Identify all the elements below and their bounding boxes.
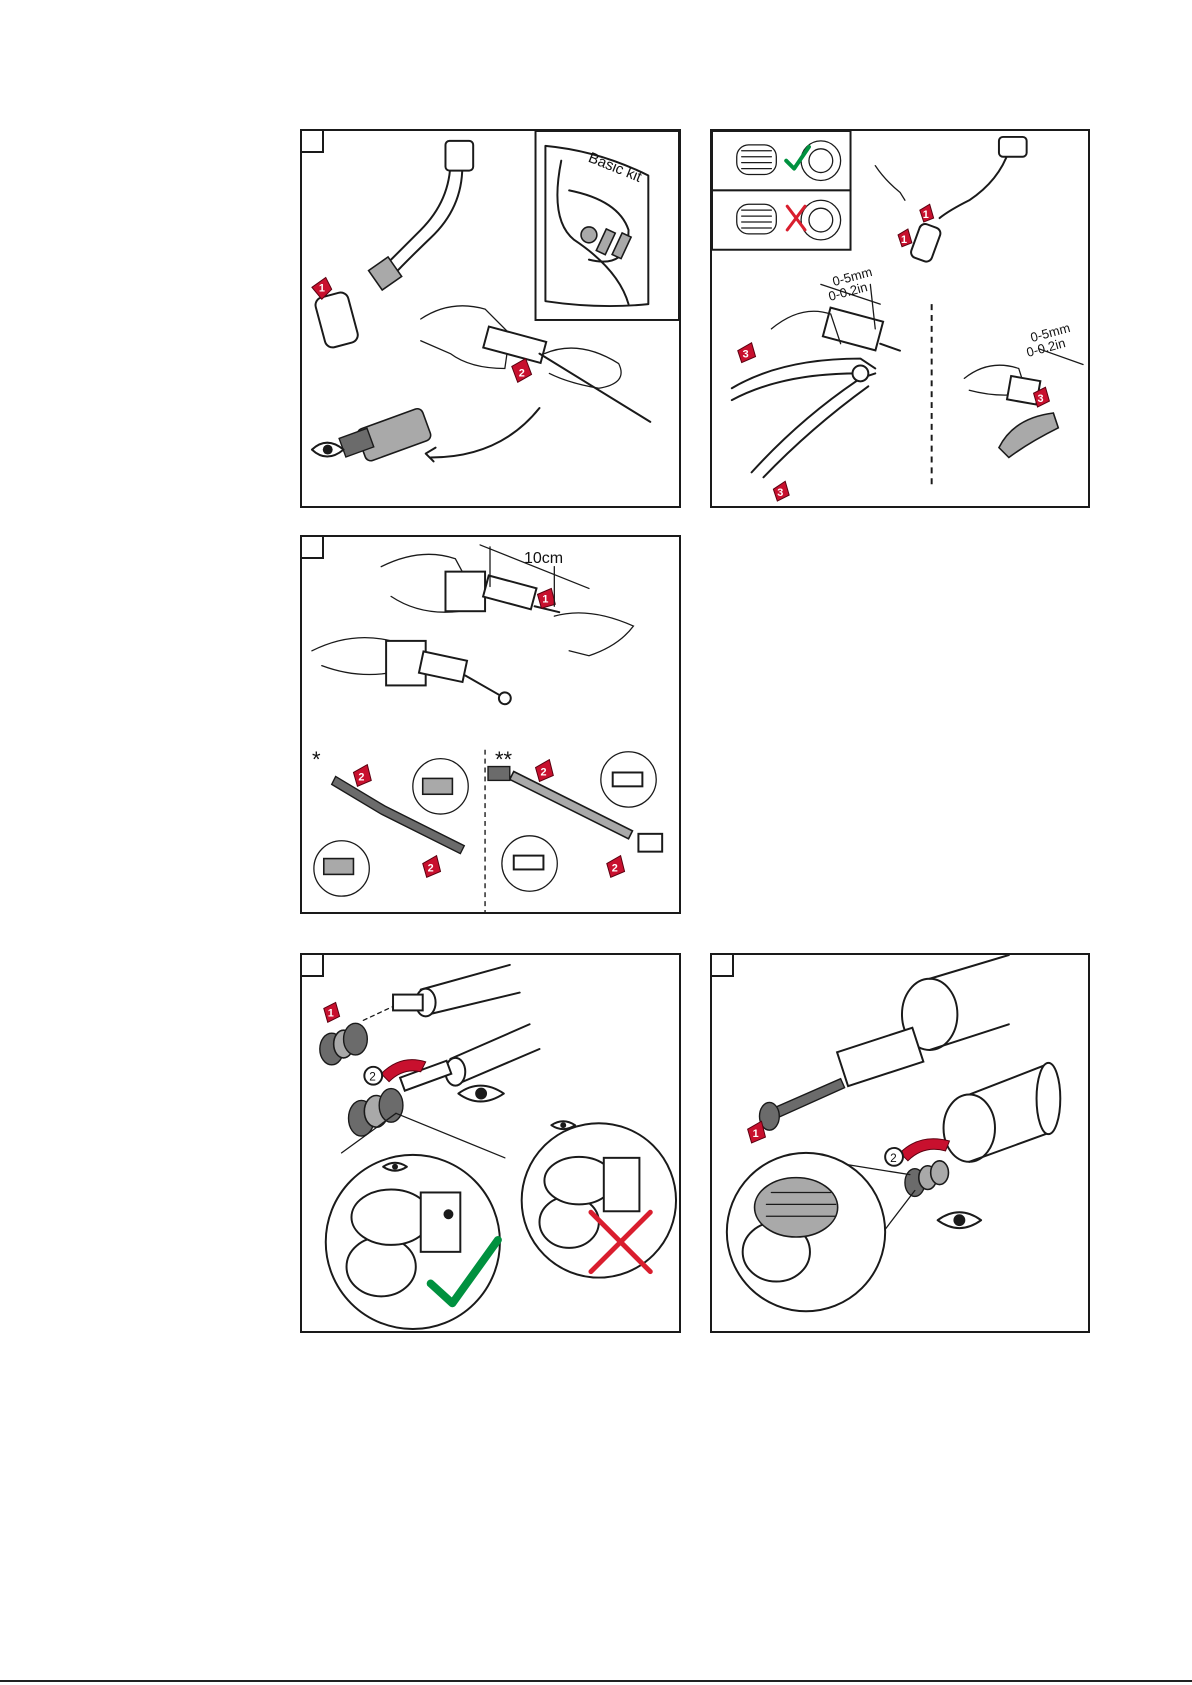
- upper-tube: [483, 575, 536, 609]
- eye-icon: [938, 1212, 982, 1228]
- pliers-handle-bottom: [752, 373, 876, 472]
- panel-step-4: 1 2: [300, 953, 681, 1333]
- length-10cm-label: 10cm: [524, 550, 563, 568]
- svg-text:1: 1: [319, 282, 325, 294]
- correct-cut-inset: [712, 131, 851, 190]
- steel-liner-marker: *: [312, 747, 321, 773]
- step-arrow-1a: 1: [920, 204, 934, 222]
- step-arrow-1b: 1: [898, 229, 912, 247]
- wrong-cut-inset: [712, 190, 851, 249]
- step-arrow-2c: 2: [536, 760, 554, 782]
- inlet-nipple-illustration: 1 2: [302, 955, 679, 1331]
- svg-text:2: 2: [358, 771, 364, 783]
- step-arrow-2: 2: [885, 1148, 903, 1166]
- panel-step-5: 1 2: [710, 953, 1090, 1333]
- upper-right-hand: [554, 613, 633, 656]
- svg-text:2: 2: [612, 862, 618, 874]
- svg-text:2: 2: [890, 1151, 897, 1165]
- torch-disassembly-illustration: 1 2: [302, 131, 679, 506]
- file-tool: [999, 413, 1058, 458]
- svg-text:2: 2: [519, 367, 525, 379]
- step-arrow-2d: 2: [607, 856, 625, 878]
- panel-step-3: 1 2 2: [300, 535, 681, 914]
- liner-insertion-illustration: 1 2 2: [302, 537, 679, 912]
- svg-text:2: 2: [428, 862, 434, 874]
- torch-handle-nut: [445, 141, 473, 171]
- svg-text:1: 1: [328, 1007, 334, 1019]
- lower-tube-opening: [944, 1095, 995, 1162]
- step-arrow-2b: 2: [423, 856, 441, 878]
- step-arrow-2a: 2: [353, 765, 371, 787]
- svg-text:1: 1: [901, 234, 907, 246]
- hand-right: [544, 348, 621, 388]
- svg-text:3: 3: [777, 487, 783, 499]
- panel-step-1: 1 2 Basic kit: [300, 129, 681, 508]
- liner-sharpener: [638, 834, 662, 852]
- svg-text:2: 2: [540, 766, 546, 778]
- inlet-nipple-thread: [905, 1161, 949, 1197]
- page-footer-rule: [0, 1680, 1192, 1682]
- curved-arrow: [431, 408, 540, 457]
- eye-icon: [458, 1086, 504, 1102]
- step-arrow-2: 2: [512, 359, 532, 383]
- step-arrow-1: 1: [324, 1002, 340, 1022]
- svg-text:1: 1: [542, 593, 548, 605]
- rotation-arrow: [900, 1139, 949, 1161]
- svg-text:2: 2: [369, 1070, 376, 1084]
- svg-text:1: 1: [753, 1128, 759, 1140]
- upper-tube-body: [837, 1028, 923, 1086]
- correct-detail-circle: [326, 1155, 500, 1329]
- pliers-pivot: [853, 365, 869, 381]
- step-arrow-3b: 3: [773, 481, 789, 501]
- small-tool: [875, 166, 905, 201]
- inlet-nipple-2: [349, 1089, 403, 1136]
- inlet-nipple-1: [320, 1023, 367, 1065]
- step-arrow-3a: 3: [738, 343, 756, 363]
- gas-nozzle: [314, 291, 360, 349]
- liner-cutting-illustration: 1 1 3 3 3: [712, 131, 1088, 506]
- step-arrow-2: 2: [364, 1067, 382, 1085]
- svg-text:3: 3: [1038, 393, 1044, 405]
- plastic-liner-marker: **: [495, 747, 512, 773]
- step-arrow-1: 1: [748, 1121, 766, 1143]
- step-arrow-1: 1: [537, 588, 555, 608]
- svg-text:3: 3: [743, 349, 749, 361]
- eye-icon-detail-wrong: [551, 1121, 575, 1129]
- svg-text:1: 1: [923, 209, 929, 221]
- eye-icon: [312, 443, 344, 457]
- panel-step-2: 1 1 3 3 3: [710, 129, 1090, 508]
- torch-assembly-illustration: 1 2: [712, 955, 1088, 1331]
